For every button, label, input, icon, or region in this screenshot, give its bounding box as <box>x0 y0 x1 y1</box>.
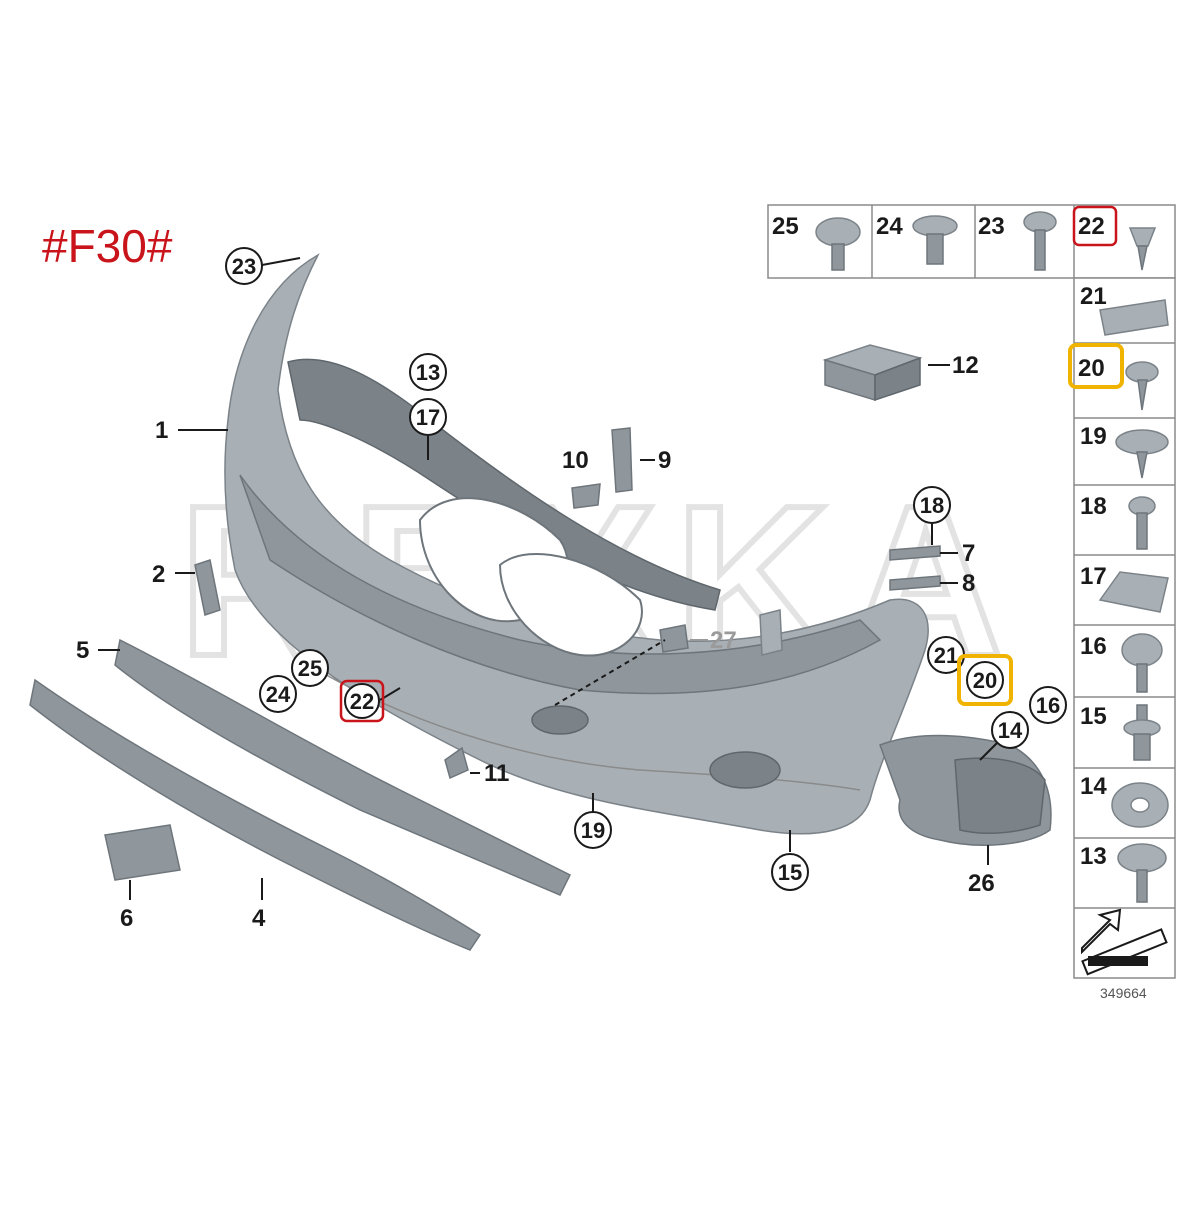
svg-text:21: 21 <box>934 643 958 668</box>
svg-text:25: 25 <box>772 213 799 240</box>
hardware-25: 25 <box>772 213 861 271</box>
callout-13: 13 <box>409 353 447 391</box>
svg-text:17: 17 <box>1080 563 1107 590</box>
hardware-14: 14 <box>1080 773 1169 828</box>
svg-text:20: 20 <box>1078 355 1105 382</box>
svg-text:25: 25 <box>298 656 322 681</box>
svg-text:15: 15 <box>778 860 802 885</box>
svg-text:14: 14 <box>998 718 1023 743</box>
lower-grille-strip-5 <box>114 638 572 896</box>
svg-text:18: 18 <box>1080 493 1107 520</box>
callout-19: 19 <box>574 811 612 849</box>
svg-text:22: 22 <box>1078 213 1105 240</box>
leader-lines <box>98 257 1001 900</box>
bracket-9 <box>611 427 633 493</box>
svg-text:24: 24 <box>266 682 291 707</box>
hardware-top-row: 25 24 23 22 <box>767 204 1176 279</box>
svg-text:22: 22 <box>350 689 374 714</box>
box-12 <box>822 344 923 402</box>
label-part-5: 5 <box>76 637 89 664</box>
hardware-18: 18 <box>1080 493 1156 550</box>
callout-22-highlighted: 22 <box>339 679 385 723</box>
callout-24: 24 <box>259 675 297 713</box>
svg-text:19: 19 <box>1080 423 1107 450</box>
svg-text:14: 14 <box>1080 773 1107 800</box>
svg-text:19: 19 <box>581 818 605 843</box>
label-part-1: 1 <box>155 417 168 444</box>
svg-text:21: 21 <box>1080 283 1107 310</box>
svg-text:18: 18 <box>920 493 944 518</box>
callout-17: 17 <box>409 398 447 436</box>
hardware-24: 24 <box>876 213 958 265</box>
svg-text:23: 23 <box>978 213 1005 240</box>
callout-15: 15 <box>771 853 809 891</box>
svg-text:13: 13 <box>1080 843 1107 870</box>
hardware-19: 19 <box>1080 423 1169 479</box>
label-part-6: 6 <box>120 905 133 932</box>
svg-text:23: 23 <box>232 254 256 279</box>
callout-14: 14 <box>991 711 1029 749</box>
hardware-15: 15 <box>1080 703 1161 761</box>
bracket-10 <box>571 483 601 509</box>
label-part-27: 27 <box>710 627 737 654</box>
label-part-26: 26 <box>968 870 995 897</box>
callout-21: 21 <box>927 636 965 674</box>
label-part-11: 11 <box>484 760 509 787</box>
label-part-8: 8 <box>962 570 975 597</box>
svg-text:16: 16 <box>1080 633 1107 660</box>
svg-text:15: 15 <box>1080 703 1107 730</box>
hardware-21: 21 <box>1080 283 1169 336</box>
bracket-2 <box>194 559 221 616</box>
tow-hook-cover <box>659 624 689 653</box>
bracket-8 <box>889 575 941 591</box>
label-part-9: 9 <box>658 447 671 474</box>
callout-20-highlighted: 20 <box>957 654 1013 706</box>
diagram-number: 349664 <box>1100 985 1147 1001</box>
hardware-20: 20 <box>1068 343 1159 411</box>
svg-text:16: 16 <box>1036 693 1060 718</box>
callout-23: 23 <box>225 247 263 285</box>
callout-18: 18 <box>913 486 951 524</box>
trim-piece-6 <box>104 824 181 881</box>
hardware-23: 23 <box>978 211 1057 271</box>
hardware-17: 17 <box>1080 563 1169 613</box>
label-part-12: 12 <box>952 352 979 379</box>
label-part-4: 4 <box>252 905 266 932</box>
tow-eye-cover <box>759 609 783 656</box>
bracket-11 <box>444 746 469 780</box>
svg-text:17: 17 <box>416 405 440 430</box>
model-tag: #F30# <box>42 220 173 272</box>
label-part-2: 2 <box>152 561 165 588</box>
label-part-10: 10 <box>562 447 589 474</box>
hardware-column: 21 20 19 18 17 16 15 <box>1068 277 1176 979</box>
wheel-arch-liner <box>879 734 1052 846</box>
upper-carrier-bracket <box>287 358 721 657</box>
svg-text:20: 20 <box>973 668 997 693</box>
direction-arrow-icon <box>1081 908 1168 976</box>
hardware-13: 13 <box>1080 843 1167 903</box>
svg-text:13: 13 <box>416 360 440 385</box>
callout-16: 16 <box>1029 686 1067 724</box>
hardware-22: 22 <box>1072 205 1157 271</box>
bracket-7 <box>889 545 941 561</box>
label-part-7: 7 <box>962 540 975 567</box>
callout-25: 25 <box>291 649 329 687</box>
hardware-16: 16 <box>1080 633 1163 693</box>
lower-grille-strip-4 <box>29 678 482 951</box>
svg-text:24: 24 <box>876 213 903 240</box>
